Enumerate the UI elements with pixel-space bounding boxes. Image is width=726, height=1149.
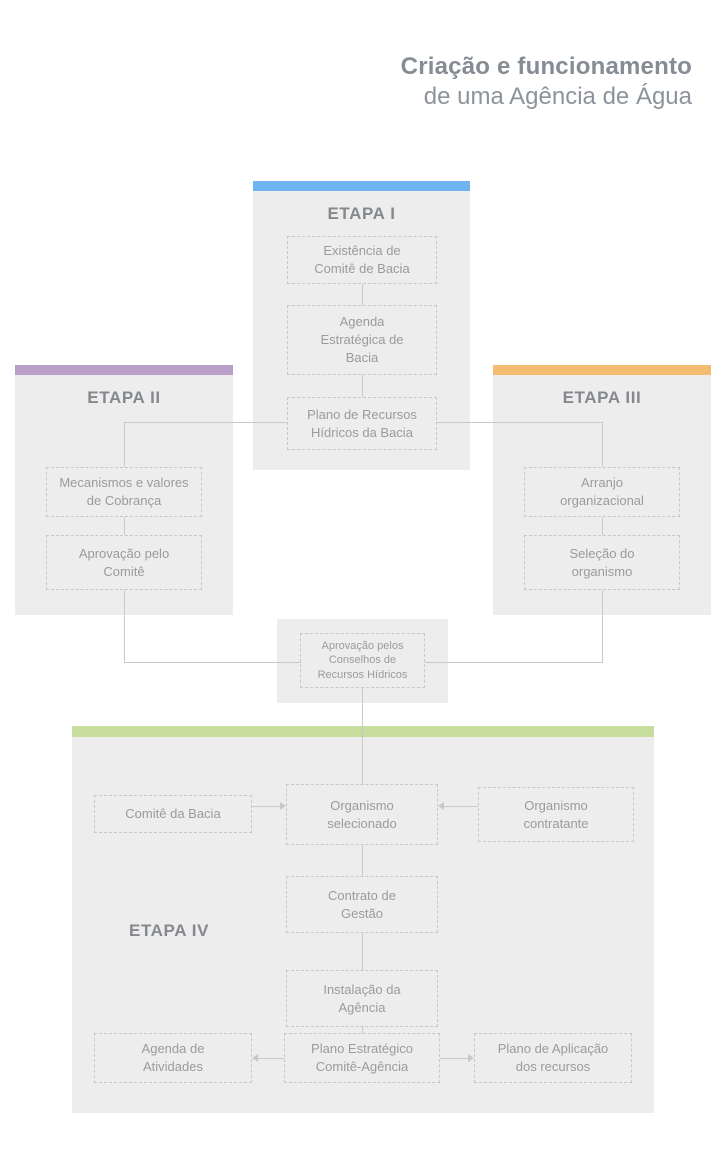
title-line1: Criação e funcionamento	[400, 53, 692, 80]
stage3-color-bar	[493, 365, 711, 375]
connector-line	[362, 933, 363, 970]
stage1-heading: ETAPA I	[327, 204, 396, 223]
arrowhead-right-icon	[280, 802, 286, 810]
connector-line	[124, 662, 301, 663]
stage4-color-bar	[72, 726, 654, 737]
connector-line	[437, 422, 603, 423]
connector-line	[602, 422, 603, 467]
connector-line	[252, 806, 281, 807]
connector-line	[362, 688, 363, 784]
stage2-heading: ETAPA II	[87, 388, 161, 407]
node-plano-recursos-hidricos: Plano de Recursos Hídricos da Bacia	[287, 397, 437, 450]
diagram-title: Criação e funcionamento de uma Agência d…	[401, 52, 692, 112]
node-mecanismos-valores: Mecanismos e valores de Cobrança	[46, 467, 202, 517]
connector-line	[124, 422, 125, 467]
connector-line	[602, 517, 603, 535]
stage1-color-bar	[253, 181, 470, 191]
arrowhead-left-icon	[438, 802, 444, 810]
arrowhead-left-icon	[252, 1054, 258, 1062]
stage3-panel: ETAPA III	[493, 365, 711, 615]
node-selecao-organismo: Seleção do organismo	[524, 535, 680, 590]
node-comite-da-bacia: Comitê da Bacia	[94, 795, 252, 833]
node-organismo-selecionado: Organismo selecionado	[286, 784, 438, 845]
connector-line	[124, 422, 288, 423]
stage4-heading: ETAPA IV	[129, 921, 210, 940]
node-instalacao-agencia: Instalação da Agência	[286, 970, 438, 1027]
node-plano-aplicacao: Plano de Aplicação dos recursos	[474, 1033, 632, 1083]
arrowhead-right-icon	[468, 1054, 474, 1062]
connector-line	[362, 845, 363, 876]
connector-line	[258, 1058, 284, 1059]
stage2-panel: ETAPA II	[15, 365, 233, 615]
connector-line	[602, 590, 603, 662]
connector-line	[124, 517, 125, 535]
connector-line	[362, 375, 363, 397]
connector-line	[440, 1058, 468, 1059]
connector-line	[362, 284, 363, 305]
connector-line	[425, 662, 603, 663]
node-organismo-contratante: Organismo contratante	[478, 787, 634, 842]
stage3-heading: ETAPA III	[562, 388, 642, 407]
node-existencia-comite: Existência de Comitê de Bacia	[287, 236, 437, 284]
stage4-panel	[72, 726, 654, 1113]
node-aprovacao-comite: Aprovação pelo Comitê	[46, 535, 202, 590]
connector-line	[362, 1027, 363, 1034]
node-plano-estrategico: Plano Estratégico Comitê-Agência	[284, 1033, 440, 1083]
stage1-panel: ETAPA I	[253, 181, 470, 470]
node-arranjo-organizacional: Arranjo organizacional	[524, 467, 680, 517]
connector-line	[444, 806, 478, 807]
node-agenda-estrategica: Agenda Estratégica de Bacia	[287, 305, 437, 375]
stage2-color-bar	[15, 365, 233, 375]
connector-line	[124, 590, 125, 662]
title-line2: de uma Agência de Água	[423, 83, 692, 110]
node-contrato-gestao: Contrato de Gestão	[286, 876, 438, 933]
node-aprovacao-conselhos: Aprovação pelos Conselhos de Recursos Hí…	[300, 633, 425, 688]
node-agenda-atividades: Agenda de Atividades	[94, 1033, 252, 1083]
